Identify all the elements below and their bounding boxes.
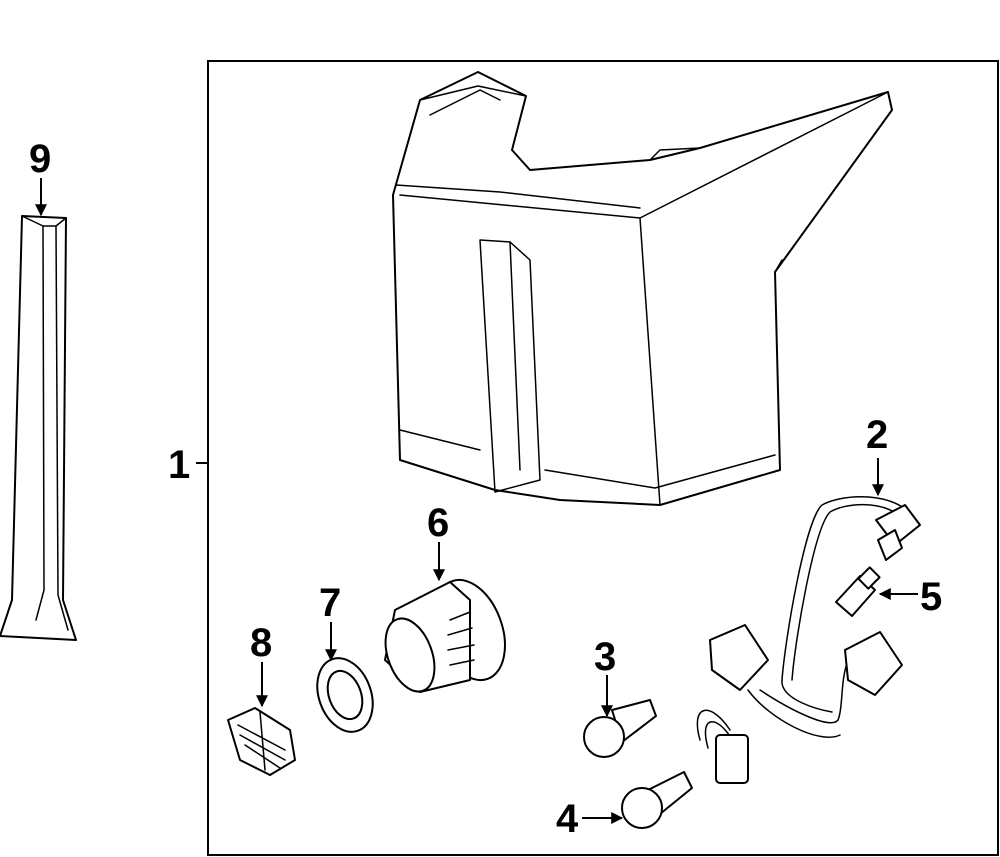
part-8-clip[interactable] — [227, 707, 296, 776]
part-9-trim-pillar[interactable] — [0, 215, 77, 641]
callout-4: 4 — [556, 797, 579, 841]
part-4-bulb[interactable] — [621, 771, 693, 829]
part-2-harness[interactable] — [696, 496, 921, 784]
callout-5: 5 — [920, 575, 942, 619]
callout-6: 6 — [427, 501, 449, 545]
part-6-socket[interactable] — [376, 570, 518, 698]
callout-7: 7 — [319, 581, 341, 625]
part-5-bulb[interactable] — [835, 566, 881, 617]
callout-1: 1 — [168, 443, 190, 487]
callout-2: 2 — [866, 413, 888, 457]
part-1-lamp-housing[interactable] — [392, 71, 893, 506]
assembly-frame — [207, 60, 999, 856]
part-7-gasket[interactable] — [308, 650, 383, 739]
callout-9: 9 — [29, 137, 51, 181]
part-3-bulb[interactable] — [583, 699, 657, 758]
callout-8: 8 — [250, 621, 272, 665]
callout-3: 3 — [594, 635, 616, 679]
